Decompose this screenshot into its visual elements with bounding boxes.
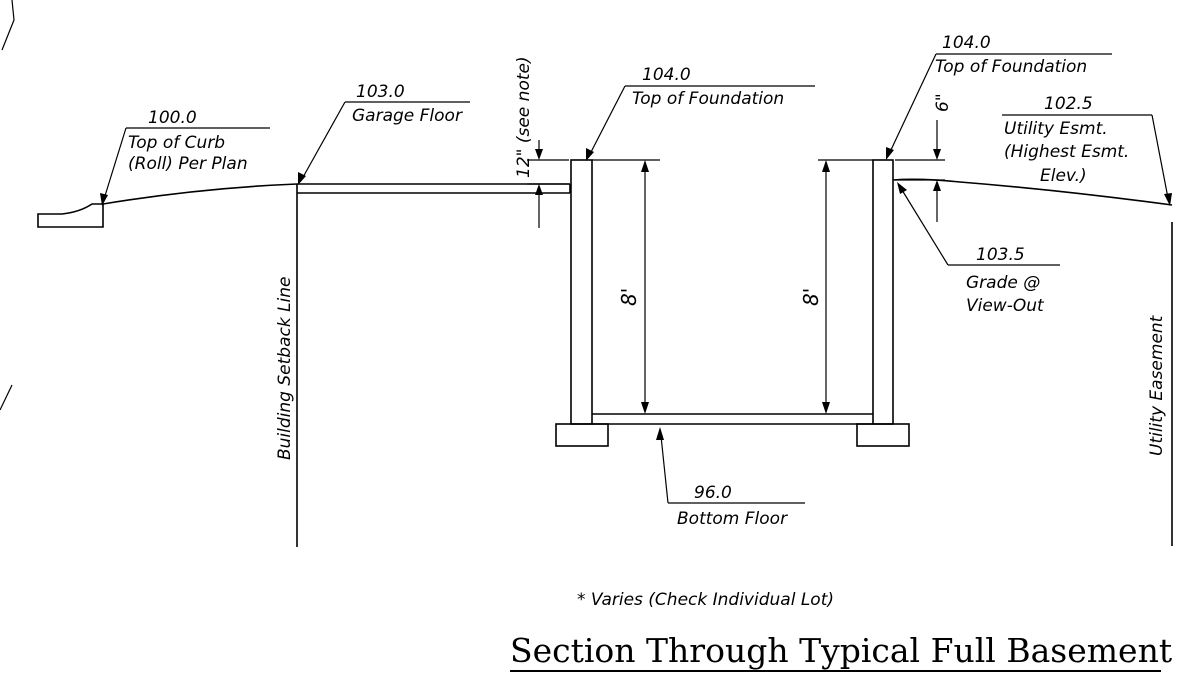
garage-description: Garage Floor: [352, 106, 463, 126]
bottom-elevation: 96.0: [694, 483, 732, 503]
utility-description-2: (Highest Esmt.: [1004, 142, 1129, 162]
six-arrow-top: [933, 149, 941, 160]
wall-height-left: 8': [617, 288, 641, 306]
left-foundation-wall: [570, 159, 593, 425]
top-foundation-right-description: Top of Foundation: [935, 57, 1087, 77]
twelve-arrow-bottom: [535, 184, 543, 195]
varies-note: * Varies (Check Individual Lot): [577, 590, 834, 610]
dim-arrow-right-top: [822, 160, 830, 172]
curb-outline: [37, 203, 104, 228]
margin-mark-bottom: [0, 384, 13, 411]
curb-elevation: 100.0: [148, 108, 197, 128]
grade-leader: [901, 189, 949, 266]
utility-elevation: 102.5: [1044, 94, 1093, 114]
six-inch-dimension: 6": [933, 93, 953, 112]
top-foundation-left-description: Top of Foundation: [632, 89, 784, 109]
building-setback-label: Building Setback Line: [275, 276, 295, 460]
right-foundation-wall: [872, 159, 894, 425]
left-footing: [555, 423, 609, 447]
six-arrow-bottom: [933, 180, 941, 191]
utility-description-1: Utility Esmt.: [1004, 119, 1108, 139]
top-found-right-leader: [889, 53, 937, 153]
curb-leader-arrow: [100, 193, 108, 206]
garage-leader: [301, 101, 346, 180]
utility-leader: [1151, 114, 1169, 199]
top-found-left-arrow: [586, 148, 594, 161]
dim-arrow-right-bottom: [822, 402, 830, 414]
grade-description-2: View-Out: [966, 296, 1045, 316]
grade-description-1: Grade @: [966, 273, 1040, 293]
dim-arrow-left-top: [641, 160, 649, 172]
garage-leader-arrow: [298, 172, 306, 185]
utility-leader-arrow: [1164, 193, 1172, 206]
ground-line-right: [892, 178, 1173, 206]
ground-line-left: [102, 183, 298, 205]
garage-elevation: 103.0: [356, 82, 405, 102]
bottom-leader: [660, 435, 669, 504]
drawing-title: Section Through Typical Full Basement: [510, 631, 1172, 670]
curb-leader: [103, 127, 127, 200]
see-note-dimension: 12" (see note): [514, 56, 534, 178]
top-found-left-leader: [589, 85, 626, 155]
grade-elevation: 103.5: [976, 245, 1025, 265]
top-foundation-right-elevation: 104.0: [942, 33, 991, 53]
twelve-arrow-top: [535, 149, 543, 160]
wall-height-right: 8': [799, 288, 823, 306]
top-found-right-arrow: [886, 147, 894, 160]
dim-arrow-left-bottom: [641, 402, 649, 414]
bottom-leader-arrow: [656, 427, 664, 440]
utility-easement-label: Utility Easement: [1147, 314, 1167, 456]
top-foundation-left-elevation: 104.0: [642, 65, 691, 85]
margin-mark-top: [1, 0, 15, 51]
curb-description-1: Top of Curb: [128, 133, 225, 153]
right-footing: [856, 423, 910, 447]
curb-description-2: (Roll) Per Plan: [128, 154, 248, 174]
bottom-description: Bottom Floor: [677, 509, 788, 529]
utility-description-3: Elev.): [1040, 166, 1087, 186]
grade-leader-arrow: [897, 182, 907, 194]
